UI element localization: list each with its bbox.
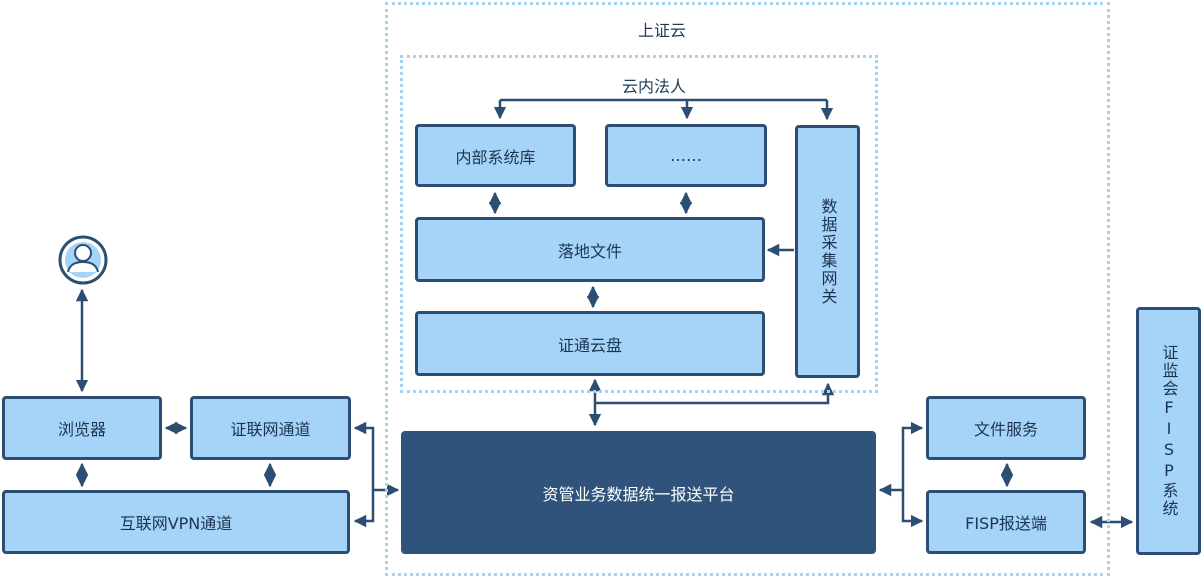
node-ellipsis[interactable]: …… — [605, 124, 767, 187]
arrow-fisp-bracket — [901, 490, 924, 528]
node-csrc-fisp[interactable]: 证监会FISP系统 — [1136, 307, 1201, 555]
node-zhenglian[interactable]: 证联网通道 — [190, 396, 351, 460]
node-landing-file[interactable]: 落地文件 — [415, 217, 765, 282]
arrow-vpn-platform-a — [353, 490, 375, 528]
user-icon — [58, 235, 108, 285]
node-cloud-disk[interactable]: 证通云盘 — [415, 311, 765, 376]
node-platform[interactable]: 资管业务数据统一报送平台 — [401, 431, 876, 554]
zone-inner — [400, 55, 878, 393]
node-file-service[interactable]: 文件服务 — [926, 396, 1086, 460]
arrow-fileservice-bracket — [901, 421, 924, 490]
node-data-gateway[interactable]: 数据采集网关 — [795, 125, 860, 378]
node-fisp-client[interactable]: FISP报送端 — [926, 490, 1086, 554]
zone-cloud-title: 上证云 — [638, 21, 687, 40]
node-internal-db[interactable]: 内部系统库 — [415, 124, 576, 187]
zone-inner-title: 云内法人 — [622, 77, 687, 96]
arrow-zhenglian-platform-a — [353, 421, 375, 490]
node-browser[interactable]: 浏览器 — [2, 396, 162, 460]
node-vpn[interactable]: 互联网VPN通道 — [2, 490, 350, 554]
zone-cloud — [385, 2, 1110, 576]
